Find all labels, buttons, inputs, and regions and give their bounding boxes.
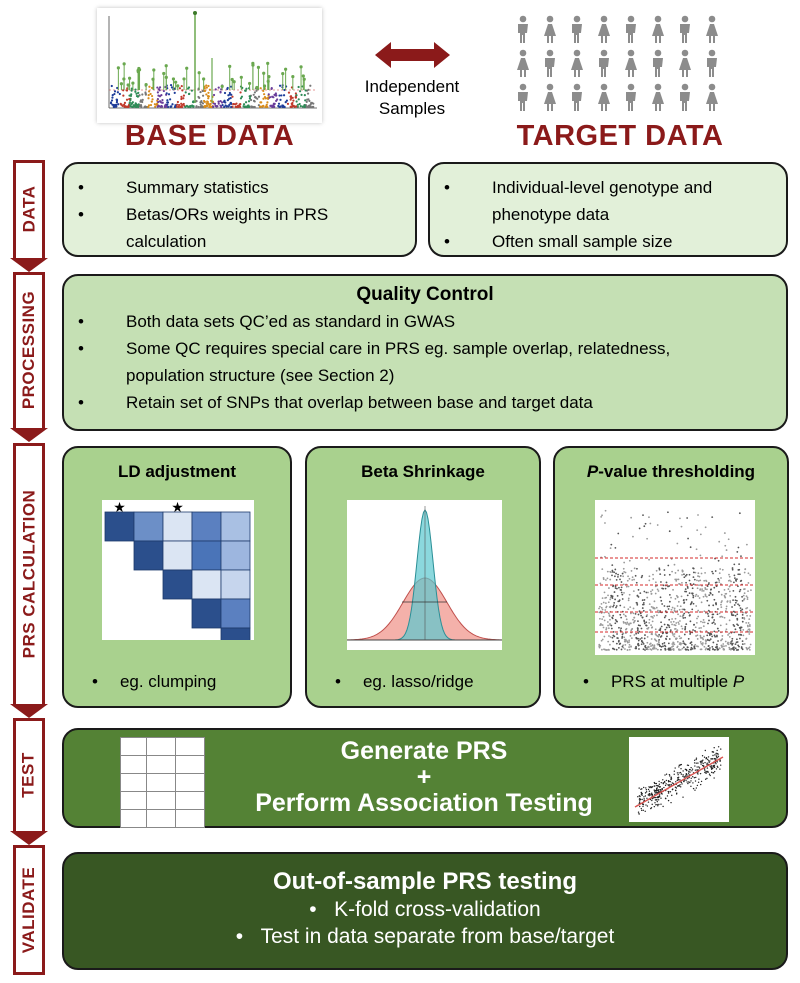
stage-arrow-test: TEST xyxy=(10,718,50,845)
quality-control-box: Quality Control Both data sets QC’ed as … xyxy=(62,274,788,431)
association-scatter-figure xyxy=(629,737,729,822)
pval-bullet: PRS at multiple xyxy=(610,672,733,691)
bullet-item: Individual-level genotype and xyxy=(430,174,786,201)
beta-bullet: eg. lasso/ridge xyxy=(362,672,474,691)
table-cell: 31.2 xyxy=(146,791,176,810)
bullet-continuation: population structure (see Section 2) xyxy=(126,366,395,385)
validate-title: Out-of-sample PRS testing xyxy=(272,868,578,895)
table-cell: 3.54 xyxy=(174,809,206,828)
table-cell: 1.61 xyxy=(174,773,206,792)
target-data-box: Individual-level genotype and phenotype … xyxy=(428,162,788,257)
shrinkage-distribution-figure xyxy=(346,500,503,650)
table-cell: 19.4 xyxy=(146,809,176,828)
p-value-thresholding-panel: P-value thresholding •PRS at multiple P xyxy=(553,446,789,708)
bullet-item: Both data sets QC’ed as standard in GWAS xyxy=(64,308,786,335)
ld-bullet: eg. clumping xyxy=(119,672,217,691)
manhattan-plot-image xyxy=(97,8,322,123)
independent-samples-label: Independent Samples xyxy=(364,77,460,118)
validate-bullet: • K-fold cross-validation xyxy=(309,898,541,921)
bullet-item: Often small sample size xyxy=(430,228,786,255)
table-cell: PRS xyxy=(174,737,206,756)
beta-shrinkage-panel: Beta Shrinkage •eg. lasso/ridge xyxy=(305,446,541,708)
stage-arrow-prs-calculation: PRS CALCULATION xyxy=(10,443,50,718)
table-cell: 103 xyxy=(119,791,148,810)
table-cell: 0.83 xyxy=(174,791,206,810)
base-data-title: BASE DATA xyxy=(124,120,295,152)
bullet-item: Betas/ORs weights in PRS xyxy=(64,201,415,228)
bullet-continuation: phenotype data xyxy=(492,205,610,224)
stage-arrow-data: DATA xyxy=(10,160,50,272)
bullet-item: Retain set of SNPs that overlap between … xyxy=(64,389,786,416)
stage-label: DATA xyxy=(19,185,39,233)
beta-shrinkage-title: Beta Shrinkage xyxy=(361,462,485,481)
table-cell: 0.43 xyxy=(174,755,206,774)
bullet-item: Summary statistics xyxy=(64,174,415,201)
people-icon-grid xyxy=(517,15,718,111)
bullet-continuation: calculation xyxy=(126,232,207,251)
stage-label: VALIDATE xyxy=(19,866,39,954)
stage-label: PRS CALCULATION xyxy=(19,489,38,658)
table-cell: 102 xyxy=(119,773,148,792)
validate-bullet: • Test in data separate from base/target xyxy=(235,925,615,948)
stage-label: TEST xyxy=(19,751,39,798)
ld-matrix-figure: ★★ xyxy=(102,500,254,658)
table-cell: BMI xyxy=(146,737,176,756)
p-value-thresholding-title: P-value thresholding xyxy=(586,462,756,481)
table-cell: 24.1 xyxy=(146,755,176,774)
ld-adjustment-panel: LD adjustment ★★ •eg. clumping xyxy=(62,446,292,708)
generate-prs-title: Generate PRS + Perform Association Testi… xyxy=(255,737,593,817)
stage-arrow-validate: VALIDATE xyxy=(10,845,50,975)
svg-text:★: ★ xyxy=(171,500,184,516)
table-cell: 101 xyxy=(119,755,148,774)
base-data-box: Summary statistics Betas/ORs weights in … xyxy=(62,162,417,257)
quality-control-title: Quality Control xyxy=(356,284,494,305)
double-arrow-icon xyxy=(375,42,450,68)
validate-box: Out-of-sample PRS testing • K-fold cross… xyxy=(62,852,788,970)
svg-text:★: ★ xyxy=(113,500,126,516)
table-cell: ID xyxy=(119,737,148,756)
ld-adjustment-title: LD adjustment xyxy=(117,462,237,481)
table-cell: 28.3 xyxy=(146,773,176,792)
stage-arrow-processing: PROCESSING xyxy=(10,272,50,442)
thresholding-manhattan-figure xyxy=(595,500,755,655)
stage-label: PROCESSING xyxy=(19,290,39,410)
target-data-title: TARGET DATA xyxy=(516,120,724,152)
bullet-item: Some QC requires special care in PRS eg.… xyxy=(64,335,786,362)
table-cell: 104 xyxy=(119,809,148,828)
